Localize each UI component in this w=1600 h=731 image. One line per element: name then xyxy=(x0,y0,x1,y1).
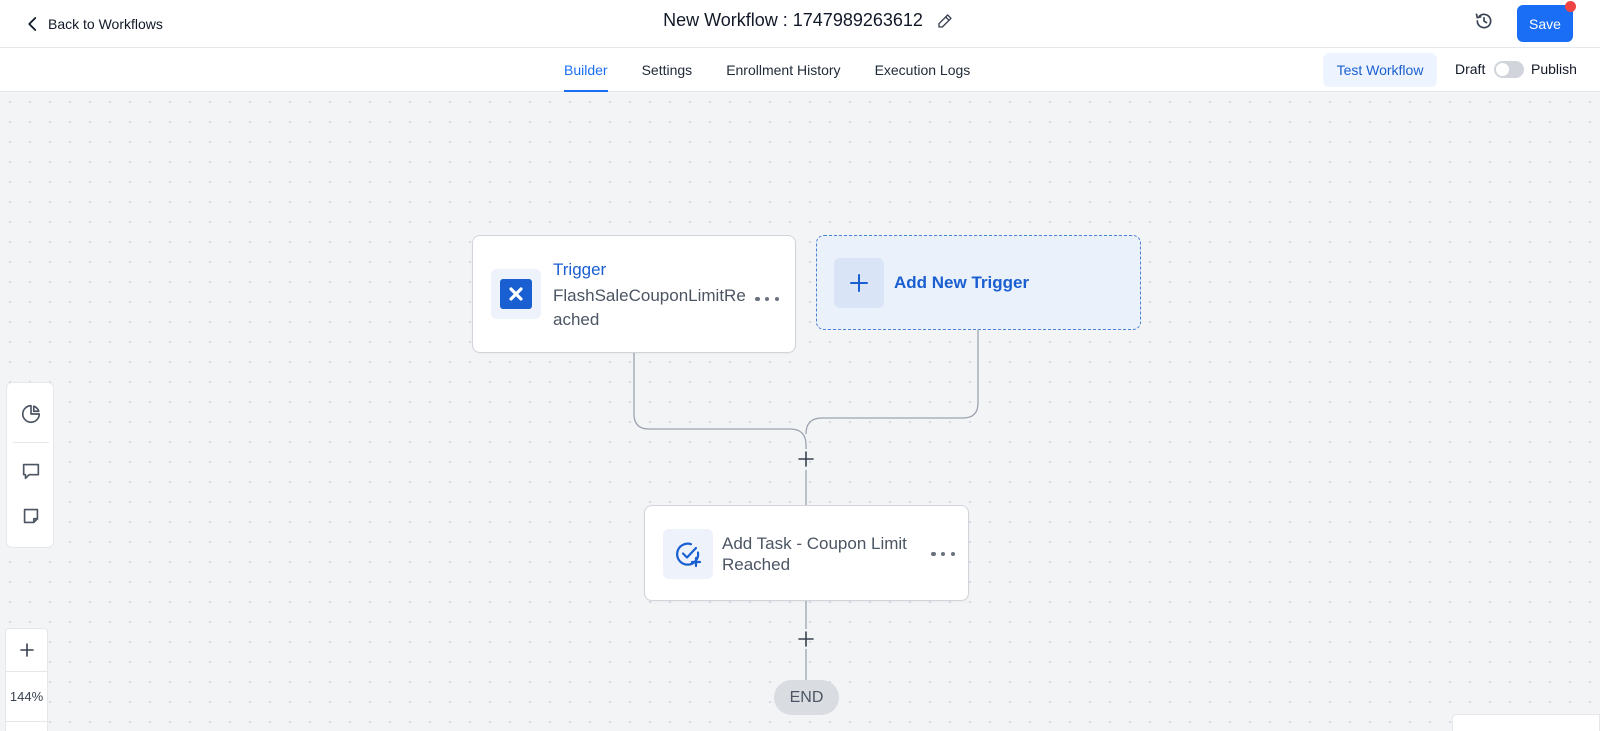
draft-label: Draft xyxy=(1455,61,1486,77)
publish-label: Publish xyxy=(1531,61,1577,77)
toggle-knob xyxy=(1496,63,1509,76)
tools-divider xyxy=(13,442,49,443)
add-step-button[interactable] xyxy=(796,449,816,469)
sticky-note-icon[interactable] xyxy=(20,505,42,527)
top-header: Back to Workflows New Workflow : 1747989… xyxy=(0,0,1600,48)
back-label: Back to Workflows xyxy=(48,16,163,32)
tab-settings[interactable]: Settings xyxy=(641,62,693,78)
add-step-button-2[interactable] xyxy=(796,629,816,649)
add-trigger-icon-wrap xyxy=(834,258,884,308)
workflow-title-container: New Workflow : 1747989263612 xyxy=(0,10,1600,31)
chevron-left-icon xyxy=(28,17,37,31)
back-to-workflows-link[interactable]: Back to Workflows xyxy=(24,12,163,36)
tabs: Builder Settings Enrollment History Exec… xyxy=(564,48,970,92)
plus-icon xyxy=(850,274,868,292)
task-icon-wrap xyxy=(663,529,713,579)
notification-dot xyxy=(1565,1,1576,12)
pie-chart-icon[interactable] xyxy=(20,403,42,425)
workflow-title: New Workflow : 1747989263612 xyxy=(663,10,923,30)
publish-toggle[interactable] xyxy=(1494,61,1524,78)
zoom-level: 144% xyxy=(6,672,47,722)
close-x-icon xyxy=(500,279,532,309)
canvas-tools-panel xyxy=(6,382,54,548)
tab-builder[interactable]: Builder xyxy=(564,48,608,92)
tab-enrollment-history[interactable]: Enrollment History xyxy=(726,62,841,78)
task-more-options-icon[interactable] xyxy=(931,549,955,559)
test-workflow-button[interactable]: Test Workflow xyxy=(1323,53,1437,87)
add-trigger-connector xyxy=(805,330,979,435)
add-new-trigger-node[interactable]: Add New Trigger xyxy=(816,235,1141,330)
end-node: END xyxy=(774,680,839,715)
plus-icon xyxy=(798,631,814,647)
task-node[interactable]: Add Task - Coupon Limit Reached xyxy=(644,505,969,601)
add-trigger-label: Add New Trigger xyxy=(894,273,1030,292)
task-check-plus-icon xyxy=(676,542,702,568)
trigger-icon-wrap xyxy=(491,269,541,319)
plus-icon xyxy=(798,451,814,467)
task-label: Add Task - Coupon Limit Reached xyxy=(722,534,907,574)
trigger-event-name: FlashSaleCouponLimitReached xyxy=(553,286,746,329)
plus-icon xyxy=(19,643,34,657)
tab-bar: Builder Settings Enrollment History Exec… xyxy=(0,48,1600,92)
zoom-in-button[interactable] xyxy=(6,629,47,672)
comment-icon[interactable] xyxy=(20,460,42,482)
trigger-label: Trigger xyxy=(553,260,607,279)
history-clock-icon[interactable] xyxy=(1474,11,1494,31)
minimap-panel[interactable] xyxy=(1452,714,1600,731)
trigger-more-options-icon[interactable] xyxy=(755,294,779,304)
workflow-canvas[interactable] xyxy=(0,92,1600,731)
zoom-controls: 144% xyxy=(5,628,48,731)
tab-execution-logs[interactable]: Execution Logs xyxy=(874,62,971,78)
trigger-node[interactable]: Trigger FlashSaleCouponLimitReached xyxy=(472,235,796,353)
trigger-connector xyxy=(633,353,807,449)
save-button[interactable]: Save xyxy=(1517,5,1573,42)
pencil-edit-icon[interactable] xyxy=(937,13,953,29)
